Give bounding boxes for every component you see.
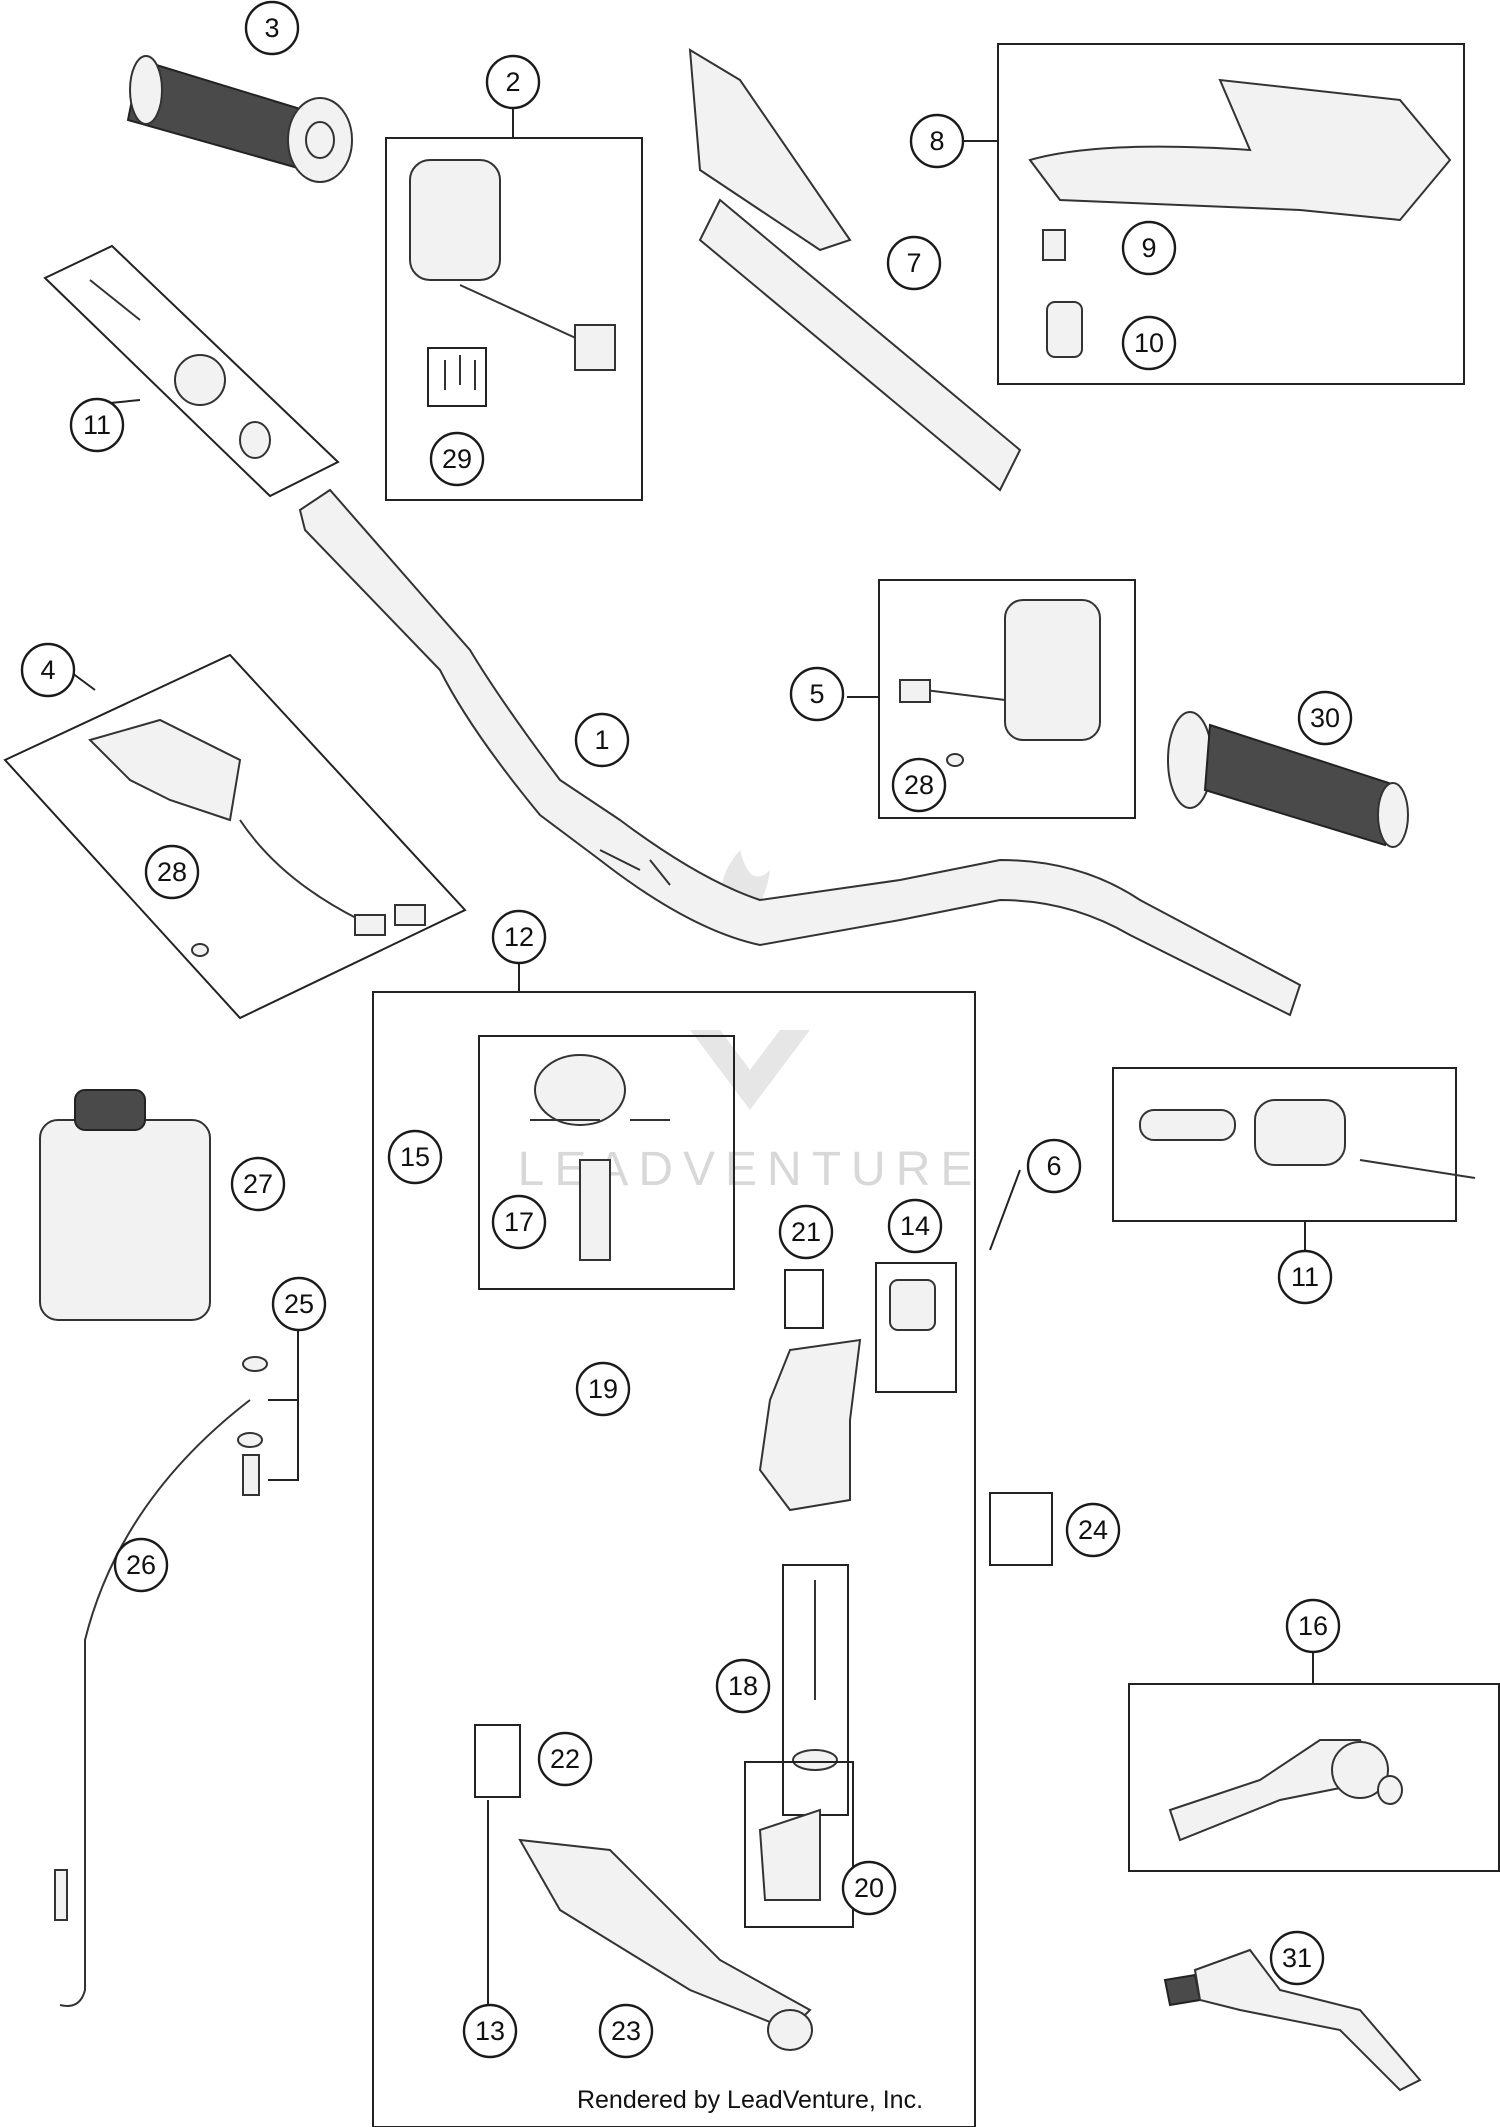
callout-4: 4 [20,642,76,698]
svg-text:9: 9 [1141,233,1156,263]
box-switch-24 [989,1492,1053,1566]
callout-16: 16 [1285,1598,1341,1654]
left-grip-part [126,55,353,183]
bar-end-right-part [1139,1099,1476,1179]
callout-21: 21 [778,1204,834,1260]
svg-text:21: 21 [791,1217,821,1247]
svg-text:15: 15 [400,1142,430,1172]
callout-9: 9 [1121,220,1177,276]
adjustable-lever-part [1163,1948,1422,2092]
svg-text:17: 17 [504,1207,534,1237]
svg-text:12: 12 [504,922,534,952]
callout-8: 8 [909,113,965,169]
svg-text:11: 11 [1291,1262,1319,1292]
callout-17: 17 [491,1194,547,1250]
callout-11-right: 11 [1277,1249,1333,1305]
throttle-housing-part [88,718,426,957]
callout-22: 22 [537,1731,593,1787]
callout-27: 27 [230,1156,286,1212]
clutch-lever-part [487,1800,813,2051]
handlebar-part [298,488,1302,1017]
svg-text:16: 16 [1298,1611,1328,1641]
callout-25: 25 [271,1276,327,1332]
callout-26: 26 [113,1537,169,1593]
callout-19: 19 [575,1361,631,1417]
brake-lever-part [1168,1739,1403,1842]
callout-5: 5 [789,666,845,722]
callout-31: 31 [1269,1930,1325,1986]
reservoir-part [530,1054,670,1261]
svg-text:28: 28 [904,770,934,800]
box-mirror-assembly [997,43,1465,385]
left-switch-part [409,159,616,407]
callout-28-right: 28 [891,757,947,813]
callout-30: 30 [1297,690,1353,746]
callout-1: 1 [574,712,630,768]
svg-text:18: 18 [728,1671,758,1701]
footer-credit: Rendered by LeadVenture, Inc. [577,2086,923,2114]
svg-text:14: 14 [900,1211,930,1241]
box-master-cylinder [372,991,976,2127]
callout-7: 7 [886,235,942,291]
right-switch-part [899,599,1101,767]
svg-text:11: 11 [83,410,111,440]
svg-text:26: 26 [126,1550,156,1580]
callout-23: 23 [598,2003,654,2059]
svg-text:22: 22 [550,1744,580,1774]
svg-text:10: 10 [1134,328,1164,358]
callout-11-upper: 11 [69,397,125,453]
callout-10: 10 [1121,315,1177,371]
svg-text:3: 3 [264,13,279,43]
svg-text:28: 28 [157,857,187,887]
callout-12: 12 [491,909,547,965]
svg-text:1: 1 [594,725,609,755]
svg-text:13: 13 [475,2016,505,2046]
svg-text:25: 25 [284,1289,314,1319]
svg-text:27: 27 [243,1169,273,1199]
callout-15: 15 [387,1129,443,1185]
callout-3: 3 [244,0,300,56]
callout-2: 2 [485,54,541,110]
svg-text:6: 6 [1046,1151,1061,1181]
callout-6: 6 [1026,1138,1082,1194]
svg-text:5: 5 [809,679,824,709]
callout-14: 14 [887,1198,943,1254]
svg-text:30: 30 [1310,703,1340,733]
callouts: 1 2 3 4 5 6 7 8 9 10 11 11 12 13 14 15 1… [20,0,1353,2059]
mirror-assembly-part [1028,78,1452,358]
callout-20: 20 [841,1860,897,1916]
svg-text:31: 31 [1282,1943,1312,1973]
callout-29: 29 [429,431,485,487]
master-cylinder-part [474,1262,957,1928]
svg-text:24: 24 [1078,1515,1108,1545]
callout-13: 13 [462,2003,518,2059]
box-throttle-housing [3,653,467,1020]
svg-text:19: 19 [588,1374,618,1404]
callout-24: 24 [1065,1502,1121,1558]
svg-text:29: 29 [442,444,472,474]
callout-28-left: 28 [144,844,200,900]
box-right-switch [878,579,1136,819]
svg-text:7: 7 [906,248,921,278]
box-reservoir [478,1035,735,1290]
svg-text:20: 20 [854,1873,884,1903]
bar-end-upper-part [89,279,271,459]
svg-text:8: 8 [929,126,944,156]
callout-18: 18 [715,1658,771,1714]
oil-container-part [39,1089,211,1321]
svg-text:23: 23 [611,2016,641,2046]
svg-text:2: 2 [505,67,520,97]
right-grip-part [1167,711,1409,848]
svg-text:4: 4 [40,655,55,685]
box-bar-end-right [1112,1067,1457,1222]
mirror-part [688,48,1022,492]
box-bar-end-upper [43,244,340,498]
brake-hose-part [54,1328,299,2007]
